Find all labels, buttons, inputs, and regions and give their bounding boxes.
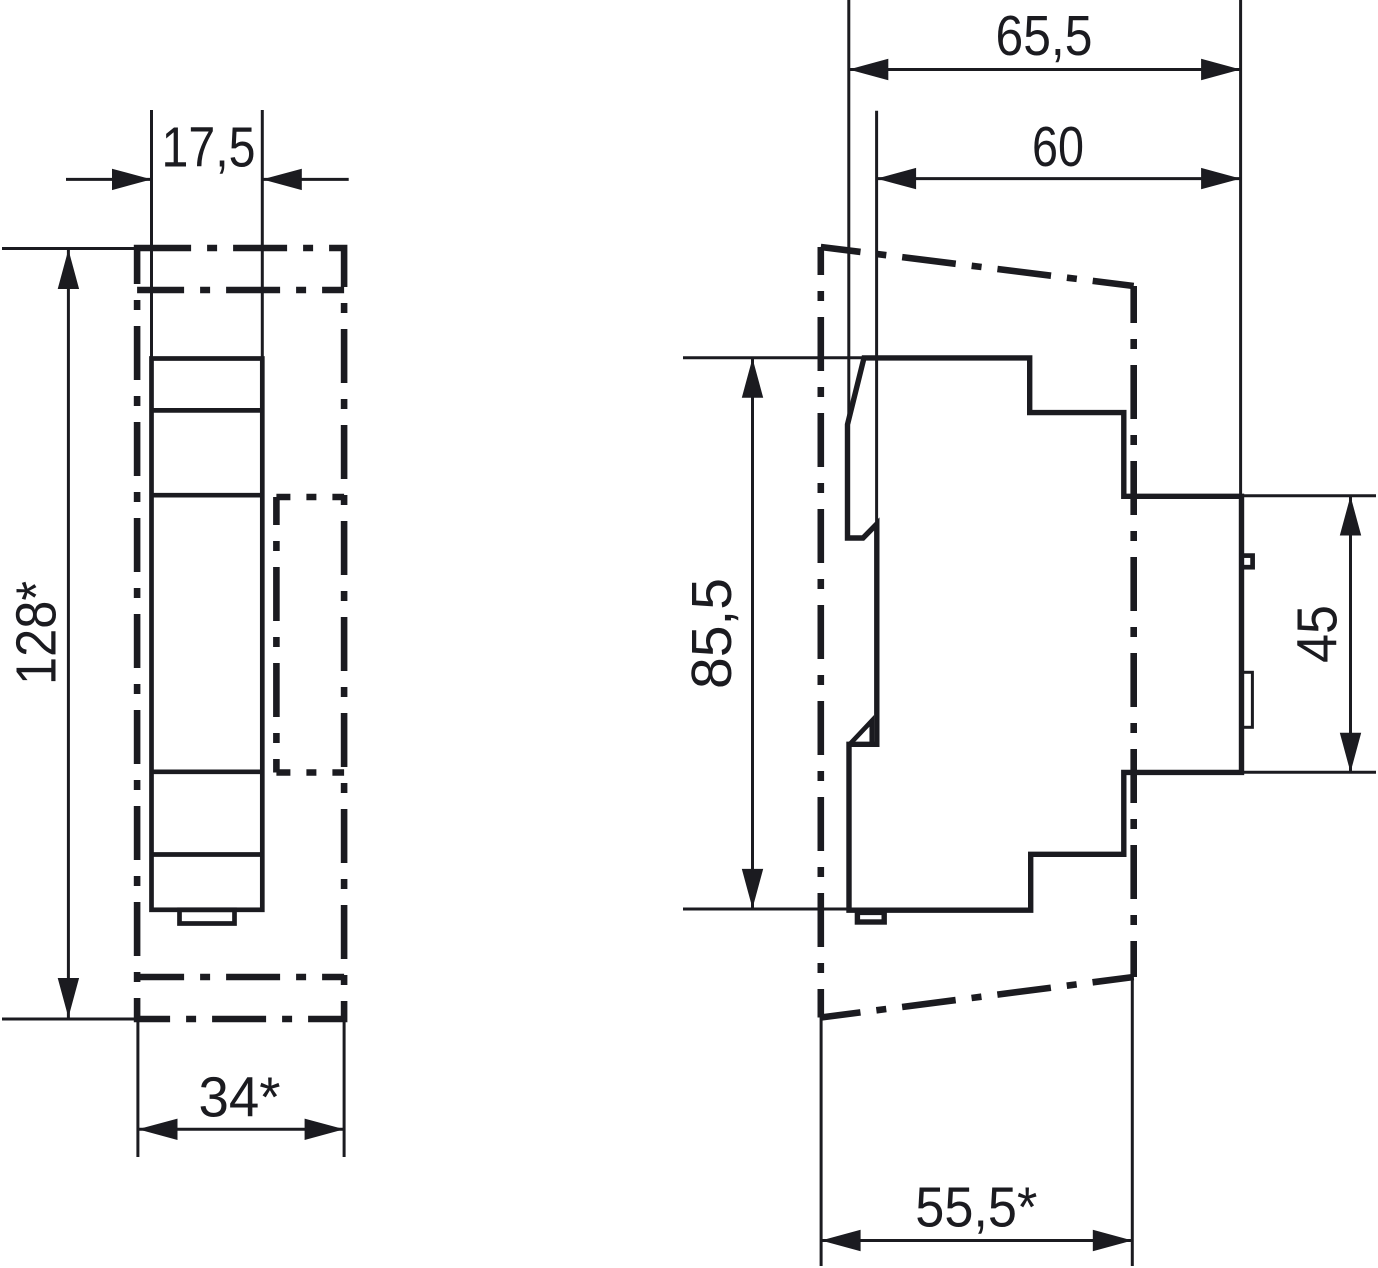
svg-text:60: 60: [1032, 115, 1084, 178]
svg-text:45: 45: [1286, 605, 1349, 663]
svg-text:85,5: 85,5: [680, 578, 743, 689]
svg-text:55,5*: 55,5*: [915, 1175, 1037, 1238]
svg-text:34*: 34*: [199, 1065, 281, 1128]
svg-text:128*: 128*: [5, 581, 68, 685]
svg-text:17,5: 17,5: [162, 116, 256, 179]
svg-text:65,5: 65,5: [996, 4, 1093, 67]
